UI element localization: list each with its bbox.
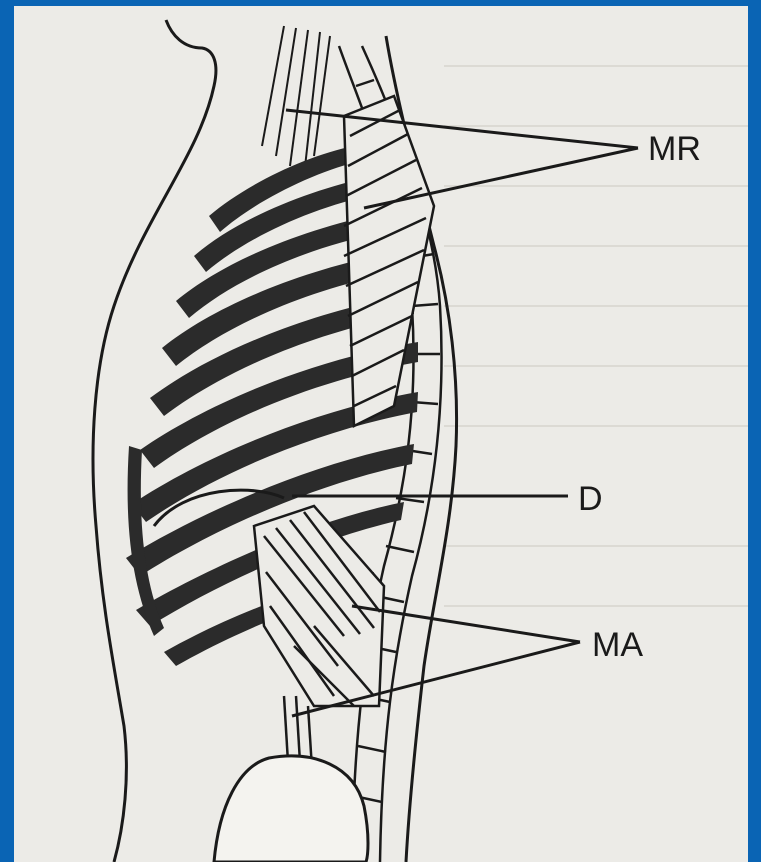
- background-texture: [444, 66, 748, 606]
- label-d: D: [578, 480, 603, 518]
- neck-fibers: [262, 26, 330, 176]
- pelvis: [214, 756, 368, 862]
- label-mr: MR: [648, 130, 701, 168]
- thorax-diagram: MR D MA: [14, 6, 748, 862]
- anatomy-figure: MR D MA: [14, 6, 748, 862]
- posterior-muscle-band: [344, 96, 434, 426]
- label-ma: MA: [592, 626, 643, 664]
